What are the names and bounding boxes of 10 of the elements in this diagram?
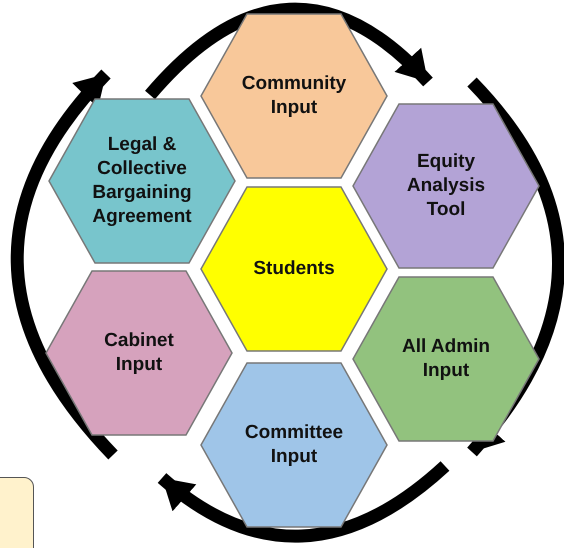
- hexagon-label: Students: [253, 257, 335, 281]
- curved-arrow: [145, 2, 433, 100]
- curved-arrow: [467, 78, 564, 456]
- hexagon-label: Cabinet Input: [103, 329, 175, 377]
- hexagon-label: Committee Input: [244, 421, 344, 469]
- hexagon-label: All Admin Input: [401, 335, 491, 383]
- hexagon-label: Equity Analysis Tool: [406, 150, 486, 222]
- curved-arrow: [10, 70, 118, 460]
- hexagon-label: Legal & Collective Bargaining Agreement: [91, 133, 193, 229]
- hexagon-label: Community Input: [240, 72, 348, 120]
